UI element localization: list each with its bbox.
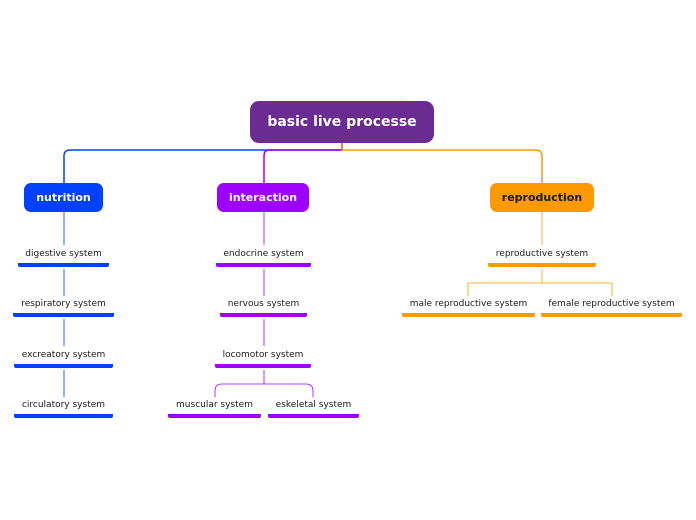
- connector-locomotor-children: [214, 370, 314, 397]
- subtopic-endocrine-system[interactable]: endocrine system: [216, 249, 311, 267]
- subtopic-excreatory-system[interactable]: excreatory system: [14, 350, 113, 368]
- topic-reproduction[interactable]: reproduction: [490, 183, 594, 212]
- subtopic-locomotor-system[interactable]: locomotor system: [215, 350, 311, 368]
- subtopic-nervous-system[interactable]: nervous system: [220, 299, 307, 317]
- subtopic-female-reproductive-system[interactable]: female reproductive system: [541, 299, 682, 317]
- connector-root-nutrition: [63, 143, 343, 183]
- connector-root-reproduction: [341, 143, 543, 183]
- subtopic-reproductive-system[interactable]: reproductive system: [488, 249, 596, 267]
- subtopic-digestive-system[interactable]: digestive system: [18, 249, 109, 267]
- topic-interaction[interactable]: interaction: [217, 183, 309, 212]
- connector-root-interaction: [263, 143, 343, 183]
- connector-reproductive-children: [467, 269, 613, 296]
- subtopic-circulatory-system[interactable]: circulatory system: [14, 400, 113, 418]
- subtopic-eskeletal-system[interactable]: eskeletal system: [268, 400, 359, 418]
- subtopic-muscular-system[interactable]: muscular system: [168, 400, 261, 418]
- topic-nutrition[interactable]: nutrition: [24, 183, 103, 212]
- root-topic[interactable]: basic live processe: [250, 101, 434, 143]
- subtopic-respiratory-system[interactable]: respiratory system: [13, 299, 114, 317]
- subtopic-male-reproductive-system[interactable]: male reproductive system: [402, 299, 535, 317]
